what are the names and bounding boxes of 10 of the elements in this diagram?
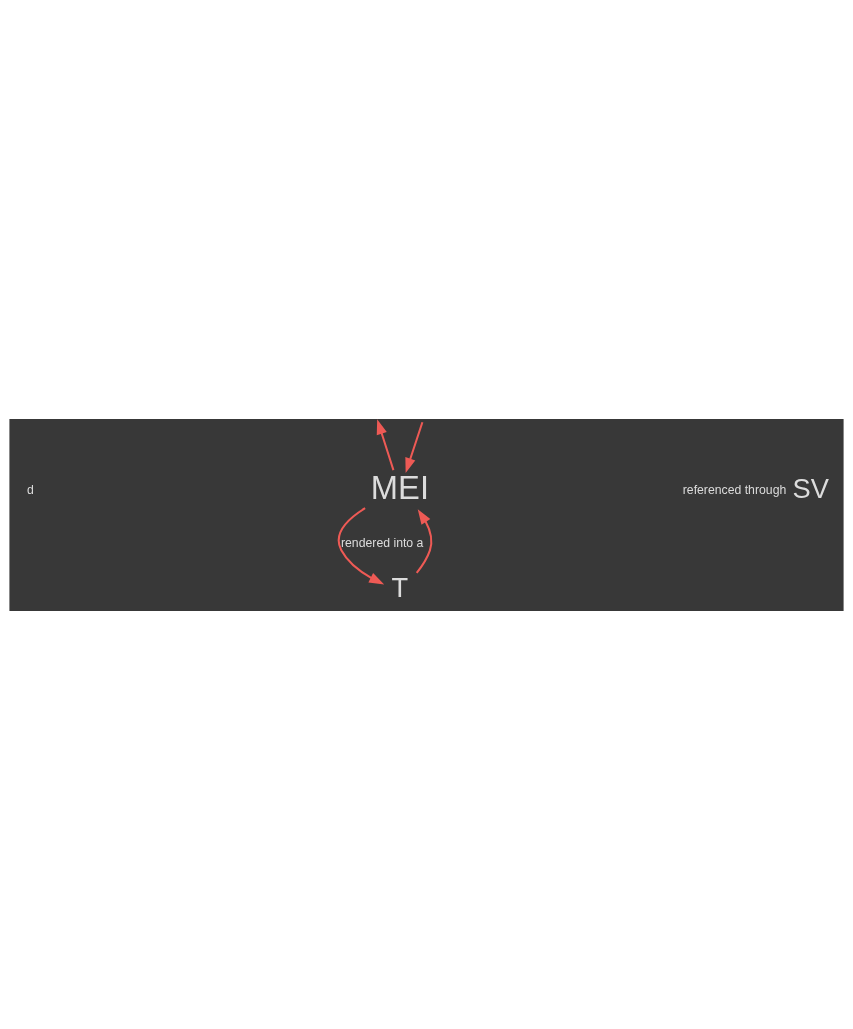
label: d xyxy=(27,482,34,497)
edge-label: rendered into a xyxy=(340,535,424,550)
arrow xyxy=(405,421,424,473)
arrow xyxy=(337,506,385,584)
node-label: referenced through xyxy=(682,482,787,497)
node-text: T xyxy=(391,571,409,603)
node-text: MEI xyxy=(370,468,429,506)
arrow xyxy=(376,418,395,470)
arrow xyxy=(415,508,433,573)
node-text: SV xyxy=(792,472,829,504)
